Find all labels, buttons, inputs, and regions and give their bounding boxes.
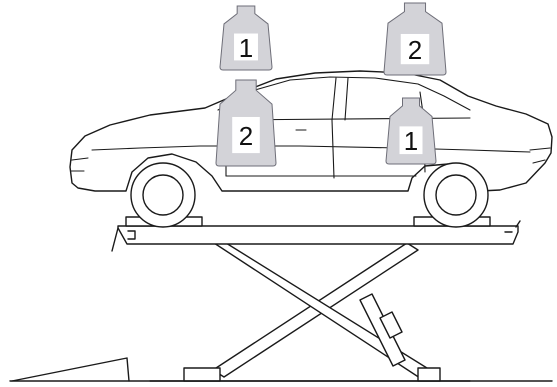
weight-label-box	[400, 33, 430, 65]
front-wheel	[423, 162, 489, 228]
weight-front: 1	[385, 97, 437, 165]
scissor-lift	[149, 242, 471, 382]
weight-label-box	[232, 116, 260, 154]
rear-wheel	[130, 162, 196, 228]
weight-label: 1	[239, 33, 253, 63]
ramp	[11, 357, 130, 382]
weight-label-box	[399, 126, 423, 155]
weights: 1 2 2 1	[215, 2, 447, 167]
weight-label: 2	[239, 121, 253, 151]
weight-label: 2	[408, 35, 422, 65]
weight-label: 1	[404, 126, 418, 156]
weight-label-box	[234, 33, 258, 61]
weight-top-left: 1	[219, 5, 273, 71]
weight-rear: 2	[215, 79, 277, 167]
weight-top-right: 2	[383, 2, 447, 76]
